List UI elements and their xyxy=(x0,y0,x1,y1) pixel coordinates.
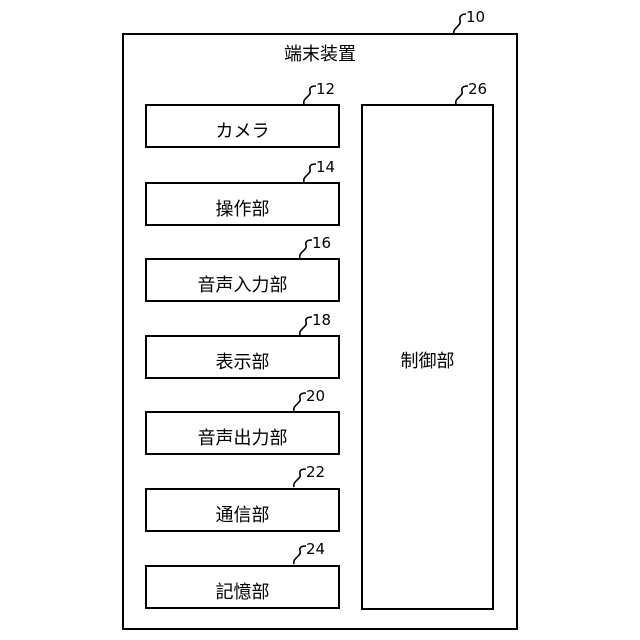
terminal-device-ref: 10 xyxy=(466,8,485,26)
storage-ref: 24 xyxy=(306,540,325,558)
operation-unit-label: 操作部 xyxy=(145,195,340,221)
audio-output-ref: 20 xyxy=(306,387,325,405)
camera-ref: 12 xyxy=(316,80,335,98)
operation-unit-ref: 14 xyxy=(316,158,335,176)
audio-output-label: 音声出力部 xyxy=(145,424,340,450)
audio-input-ref: 16 xyxy=(312,234,331,252)
communication-label: 通信部 xyxy=(145,501,340,527)
display-ref: 18 xyxy=(312,311,331,329)
controller-label: 制御部 xyxy=(361,347,494,373)
storage-label: 記憶部 xyxy=(145,578,340,604)
controller-ref: 26 xyxy=(468,80,487,98)
audio-input-label: 音声入力部 xyxy=(145,271,340,297)
camera-label: カメラ xyxy=(145,117,340,143)
terminal-device-label: 端末装置 xyxy=(122,40,518,66)
display-label: 表示部 xyxy=(145,348,340,374)
communication-ref: 22 xyxy=(306,463,325,481)
